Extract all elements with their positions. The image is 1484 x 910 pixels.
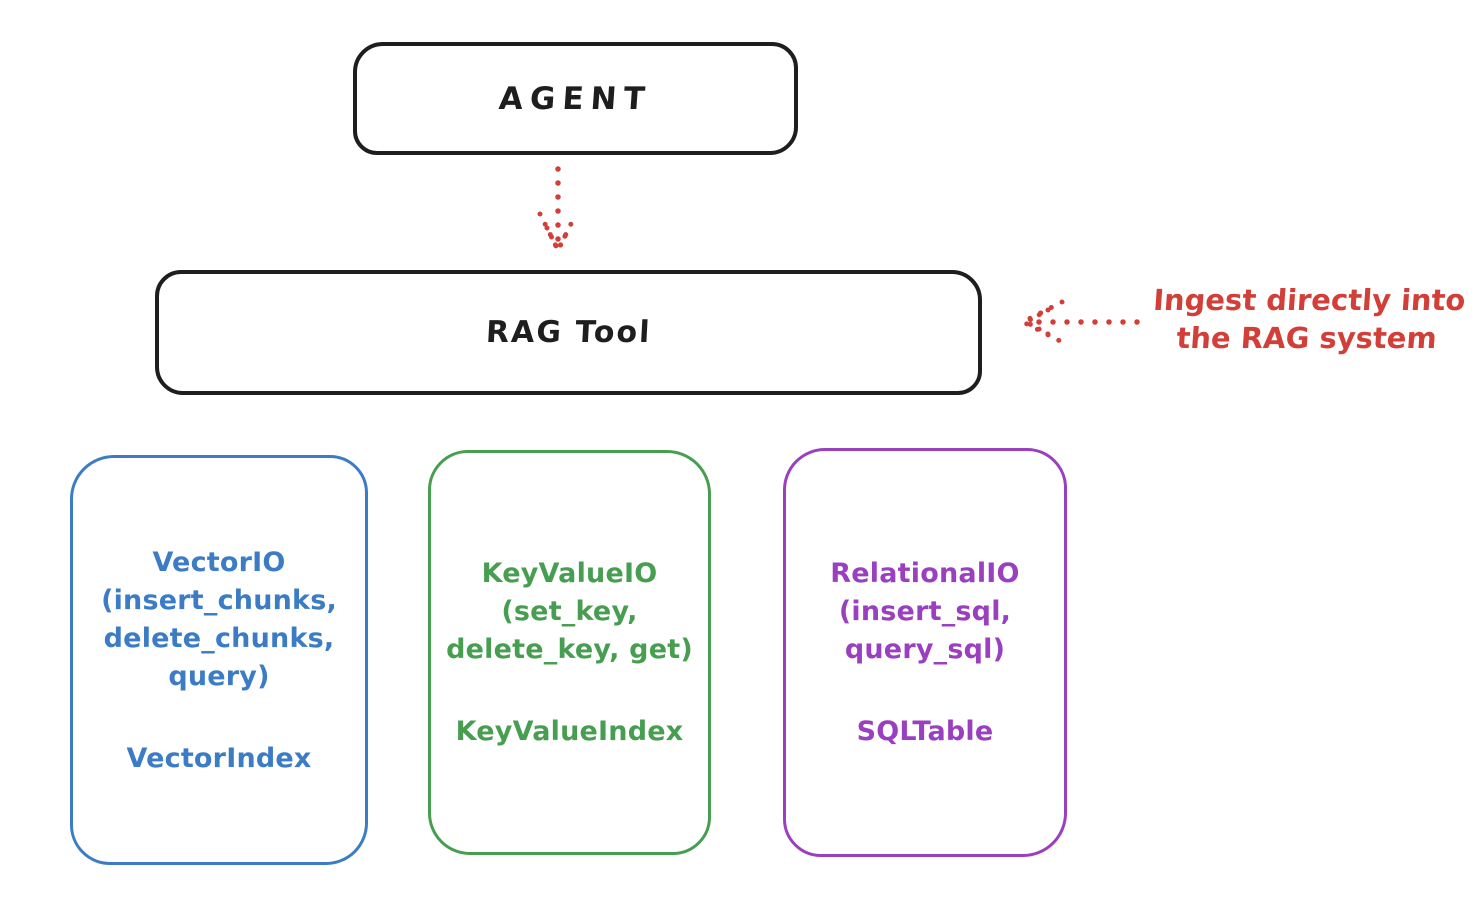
relational-io-methods: RelationalIO (insert_sql, query_sql): [830, 558, 1020, 665]
rag-tool-box-label: RAG Tool: [484, 315, 653, 350]
relational-io-box: RelationalIO (insert_sql, query_sql) SQL…: [783, 448, 1067, 857]
agent-to-rag-arrow: [537, 166, 579, 256]
rag-tool-box: RAG Tool: [155, 270, 982, 395]
ingest-annotation: Ingest directly into the RAG system: [1140, 281, 1475, 357]
annotation-to-rag-arrow: [1017, 299, 1140, 345]
sql-table-label: SQLTable: [856, 716, 994, 747]
ingest-annotation-line1: Ingest directly into: [1152, 283, 1467, 317]
keyvalue-index-label: KeyValueIndex: [455, 716, 684, 747]
ingest-annotation-line2: the RAG system: [1175, 321, 1438, 355]
vector-io-box: VectorIO (insert_chunks, delete_chunks, …: [70, 455, 368, 865]
agent-box: AGENT: [353, 42, 798, 155]
keyvalue-io-box: KeyValueIO (set_key, delete_key, get) Ke…: [428, 450, 711, 855]
agent-box-label: AGENT: [497, 80, 654, 117]
keyvalue-io-methods: KeyValueIO (set_key, delete_key, get): [446, 558, 693, 665]
vector-io-methods: VectorIO (insert_chunks, delete_chunks, …: [101, 547, 337, 692]
vector-index-label: VectorIndex: [126, 743, 312, 774]
